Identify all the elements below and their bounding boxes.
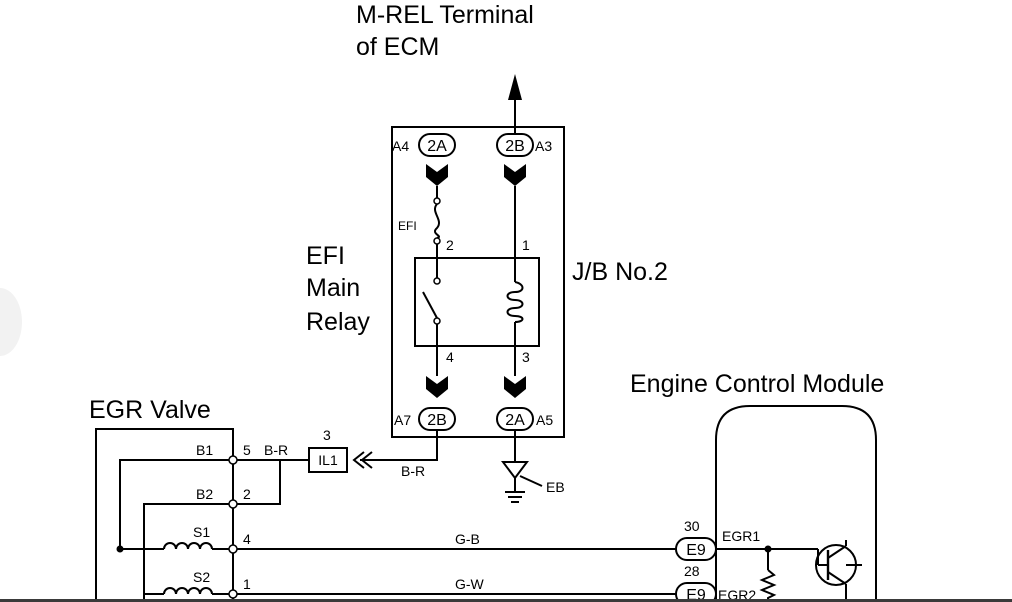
egr-s2-coil-icon xyxy=(163,587,213,595)
edge-artifact xyxy=(0,288,22,356)
connector-e9-egr1-signal: EGR1 xyxy=(722,528,760,544)
efi-label-line3: Relay xyxy=(306,308,370,336)
fuse-efi-icon xyxy=(434,203,440,239)
relay-switch-top-contact xyxy=(433,277,441,285)
ecm-outline xyxy=(715,405,877,602)
ground-leader xyxy=(519,475,543,487)
ground-triangle-icon xyxy=(501,461,529,480)
relay-switch-bottom-contact xyxy=(433,317,441,325)
il1-chevron-left-icon xyxy=(352,451,365,469)
egr-terminal-4 xyxy=(228,544,238,554)
connector-a7-pin: A7 xyxy=(394,412,411,428)
relay-pin-3: 3 xyxy=(522,349,530,365)
efi-label-line2: Main xyxy=(306,274,360,302)
jb-label: J/B No.2 xyxy=(572,258,668,286)
relay-pin-4: 4 xyxy=(446,349,454,365)
wire-br-lower xyxy=(360,430,438,461)
ecm-transistor-emitter xyxy=(827,571,847,585)
wire-gw-label: G-W xyxy=(455,576,485,592)
egr-terminal-2 xyxy=(228,499,238,509)
chevron-a7-icon xyxy=(426,376,448,398)
connector-a4-pin: A4 xyxy=(392,138,409,154)
connector-a5: 2A A5 xyxy=(496,407,553,431)
efi-main-relay-box xyxy=(414,257,540,347)
relay-switch-blade-icon xyxy=(422,291,438,319)
connector-a5-label: 2A xyxy=(505,412,525,429)
egr-valve-outline xyxy=(95,428,234,602)
connector-a7: 2B A7 xyxy=(394,407,456,431)
wire-br-upper-label: B-R xyxy=(264,442,288,458)
egr-b2-num: 2 xyxy=(243,486,251,502)
connector-e9-egr2-pin: 28 xyxy=(684,563,700,579)
chevron-a5-icon xyxy=(504,376,526,398)
connector-e9-egr2-signal: EGR2 xyxy=(718,587,756,602)
egr-terminal-5 xyxy=(228,455,238,465)
fuse-bottom-terminal xyxy=(433,237,441,245)
egr-terminal-1 xyxy=(228,589,238,599)
fuse-label: EFI xyxy=(398,219,417,233)
egr-b1-num: 5 xyxy=(243,442,251,458)
connector-e9-egr1-pin: 30 xyxy=(684,518,700,534)
egr-s1-coil-icon xyxy=(163,542,213,550)
egr-b2-lead xyxy=(143,503,233,602)
connector-a3-label: 2B xyxy=(505,138,525,155)
junction-block-outline xyxy=(391,126,565,438)
mrel-label-line1: M-REL Terminal xyxy=(356,1,534,29)
bottom-bar xyxy=(0,599,1012,602)
connector-e9-egr1-label: E9 xyxy=(686,542,706,559)
mrel-label-line2: of ECM xyxy=(356,33,439,61)
egr-b1-name: B1 xyxy=(196,442,213,458)
egr-s2-num: 1 xyxy=(243,576,251,592)
connector-a3: 2B A3 xyxy=(496,133,552,157)
connector-e9-egr1: E9 30 EGR1 xyxy=(675,518,760,561)
relay-pin-1: 1 xyxy=(522,237,530,253)
ground-label: EB xyxy=(546,479,565,495)
chevron-a4-icon xyxy=(426,164,448,186)
egr-s2-name: S2 xyxy=(193,569,210,585)
connector-a7-label: 2B xyxy=(427,412,447,429)
connector-a3-pin: A3 xyxy=(535,138,552,154)
connector-il1-label: IL1 xyxy=(318,452,338,468)
relay-pin-2: 2 xyxy=(446,237,454,253)
ecm-label: Engine Control Module xyxy=(630,370,884,398)
connector-il1: IL1 3 xyxy=(308,427,348,473)
egr-b2-name: B2 xyxy=(196,486,213,502)
egr-valve-label: EGR Valve xyxy=(89,396,211,424)
connector-a5-pin: A5 xyxy=(536,412,553,428)
egr-s1-num: 4 xyxy=(243,531,251,547)
chevron-a3-icon xyxy=(504,164,526,186)
connector-il1-pin: 3 xyxy=(323,427,331,443)
wire-b2-bridge xyxy=(237,460,281,505)
fuse-top-terminal xyxy=(433,197,441,205)
connector-e9-egr2-label: E9 xyxy=(686,587,706,602)
mrel-arrow-icon xyxy=(508,74,522,100)
ecm-resistor-icon xyxy=(759,569,777,602)
connector-e9-egr2: E9 28 EGR2 xyxy=(675,563,756,602)
connector-e9-egr2-pill xyxy=(675,582,717,602)
egr-s1-name: S1 xyxy=(193,524,210,540)
connector-a4: 2A A4 xyxy=(392,133,456,157)
wire-br-lower-label: B-R xyxy=(401,463,425,479)
ecm-transistor-collector xyxy=(827,545,847,559)
efi-label-line1: EFI xyxy=(306,242,345,270)
relay-coil-icon xyxy=(506,281,524,323)
egr-b1-lead xyxy=(119,459,233,549)
connector-a4-pill xyxy=(418,133,456,157)
connector-a3-pill xyxy=(496,133,534,157)
il1-chevron-right-icon xyxy=(360,451,373,469)
wire-gb-label: G-B xyxy=(455,531,480,547)
connector-a4-label: 2A xyxy=(427,138,447,155)
